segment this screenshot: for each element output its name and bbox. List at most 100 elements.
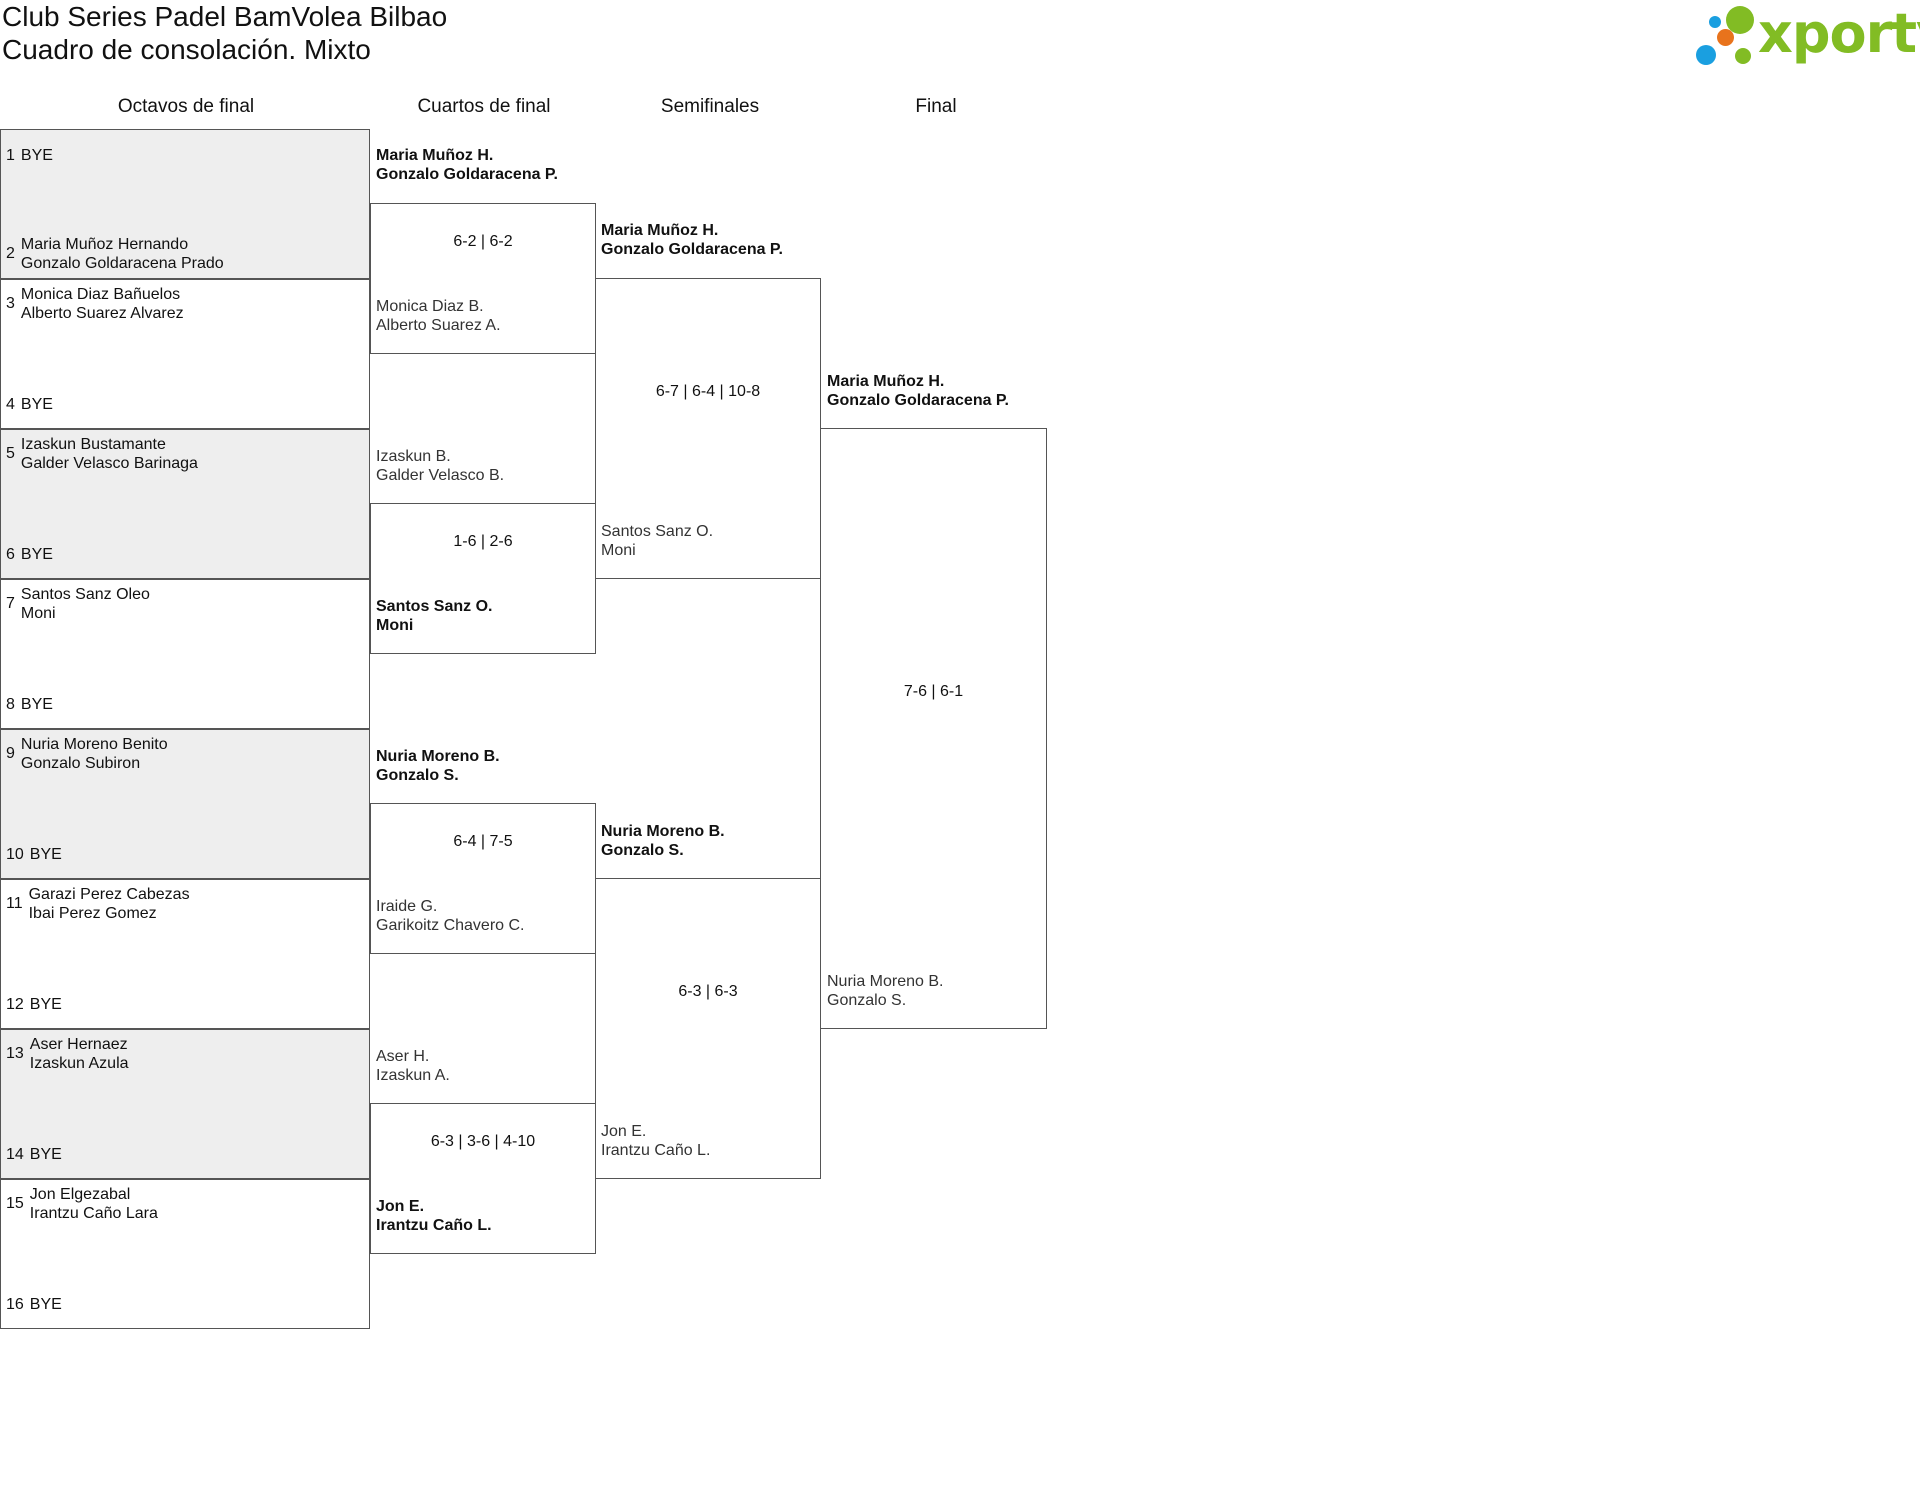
round-header-octavos: Octavos de final	[117, 96, 255, 117]
player-name: Izaskun B.	[376, 448, 451, 465]
player-name: Garikoitz Chavero C.	[376, 917, 525, 934]
round-header-final: Final	[915, 96, 957, 117]
bye-label: BYE	[20, 696, 53, 713]
player-name: Nuria Moreno Benito	[20, 736, 168, 753]
player-name: Izaskun Bustamante	[20, 436, 166, 453]
player-name: Gonzalo Goldaracena P.	[601, 241, 783, 258]
seed-number: 12	[6, 996, 24, 1013]
seed-number: 13	[6, 1045, 24, 1062]
player-name: Jon Elgezabal	[29, 1186, 131, 1203]
seed-number: 14	[6, 1146, 24, 1163]
player-name: Gonzalo Goldaracena Prado	[20, 255, 224, 272]
seed-entry: 4 BYE	[6, 395, 53, 414]
qf-match-1-bottom-pair: Monica Diaz B. Alberto Suarez A.	[376, 297, 501, 335]
player-name: Irantzu Caño Lara	[29, 1205, 158, 1222]
qf-match-4-score: 6-3 | 3-6 | 4-10	[430, 1133, 536, 1150]
bye-label: BYE	[20, 147, 53, 164]
logo-dot-blue-small	[1709, 16, 1721, 28]
player-name: Garazi Perez Cabezas	[28, 886, 190, 903]
round-header-semifinales: Semifinales	[660, 96, 760, 117]
bye-label: BYE	[20, 546, 53, 563]
sf-match-2-box	[595, 878, 821, 1179]
xporty-logo: xporty	[1696, 2, 1920, 72]
qf-match-1-top-pair: Maria Muñoz H.Gonzalo Goldaracena P.	[376, 146, 558, 184]
bye-label: BYE	[29, 1146, 62, 1163]
player-name: Gonzalo S.	[601, 842, 684, 859]
player-name: Izaskun Azula	[29, 1055, 129, 1072]
player-name: Gonzalo S.	[827, 992, 907, 1009]
tournament-title: Club Series Padel BamVolea Bilbao	[2, 1, 448, 32]
player-name: Iraide G.	[376, 898, 438, 915]
player-name: Santos Sanz O.	[601, 523, 714, 540]
player-name: Nuria Moreno B.	[376, 748, 500, 765]
player-name: Moni	[20, 605, 56, 622]
draw-subtitle: Cuadro de consolación. Mixto	[2, 34, 371, 65]
player-name: Aser Hernaez	[29, 1036, 128, 1053]
player-name: Jon E.	[376, 1198, 425, 1215]
final-score: 7-6 | 6-1	[903, 683, 964, 700]
qf-match-2-top-pair: Izaskun B. Galder Velasco B.	[376, 447, 504, 485]
player-name: Irantzu Caño L.	[601, 1142, 711, 1159]
seed-number: 15	[6, 1195, 24, 1212]
qf-match-2-box	[370, 503, 596, 654]
player-name: Gonzalo S.	[376, 767, 459, 784]
qf-match-3-top-pair: Nuria Moreno B. Gonzalo S.	[376, 747, 500, 785]
round-header-cuartos: Cuartos de final	[417, 96, 551, 117]
seed-number: 4	[6, 396, 15, 413]
bye-label: BYE	[20, 396, 53, 413]
player-name: Monica Diaz B.	[376, 298, 484, 315]
sf-match-2-top-pair: Nuria Moreno B.Gonzalo S.	[601, 822, 725, 860]
logo-wordmark: xporty	[1758, 2, 1920, 65]
player-name: Galder Velasco Barinaga	[20, 455, 198, 472]
sf-match-2-bottom-pair: Jon E.Irantzu Caño L.	[601, 1122, 710, 1160]
player-name: Maria Muñoz H.	[827, 373, 945, 390]
seed-entry: 1 BYE	[6, 146, 53, 165]
seed-number: 1	[6, 147, 15, 164]
bye-label: BYE	[29, 1296, 62, 1313]
qf-match-3-box	[370, 803, 596, 954]
player-name: Moni	[376, 617, 414, 634]
player-name: Irantzu Caño L.	[376, 1217, 492, 1234]
seed-number: 7	[6, 595, 15, 612]
player-name: Ibai Perez Gomez	[28, 905, 157, 922]
player-name: Nuria Moreno B.	[827, 973, 944, 990]
seed-number: 3	[6, 295, 15, 312]
final-match-box	[820, 428, 1047, 1029]
player-name: Alberto Suarez A.	[376, 317, 501, 334]
player-name: Maria Muñoz H.	[601, 222, 719, 239]
player-name: Gonzalo Subiron	[20, 755, 141, 772]
seed-entry: 8 BYE	[6, 695, 53, 714]
player-name: Galder Velasco B.	[376, 467, 505, 484]
logo-dot-blue	[1696, 45, 1716, 65]
final-top-pair: Maria Muñoz H.Gonzalo Goldaracena P.	[827, 372, 1009, 410]
seed-number: 8	[6, 696, 15, 713]
player-name: Maria Muñoz Hernando	[20, 236, 189, 253]
qf-match-3-bottom-pair: Iraide G. Garikoitz Chavero C.	[376, 897, 525, 935]
bye-label: BYE	[29, 996, 62, 1013]
qf-match-4-box	[370, 1103, 596, 1254]
bye-label: BYE	[29, 846, 62, 863]
seed-number: 5	[6, 445, 15, 462]
player-name: Moni	[601, 542, 636, 559]
qf-match-4-top-pair: Aser H.Izaskun A.	[376, 1047, 450, 1085]
seed-number: 11	[6, 895, 23, 912]
qf-match-1-score: 6-2 | 6-2	[453, 233, 513, 250]
seed-entry: 12 BYE	[6, 995, 62, 1014]
sf-match-1-box	[595, 278, 821, 579]
final-bottom-pair: Nuria Moreno B. Gonzalo S.	[827, 972, 944, 1010]
